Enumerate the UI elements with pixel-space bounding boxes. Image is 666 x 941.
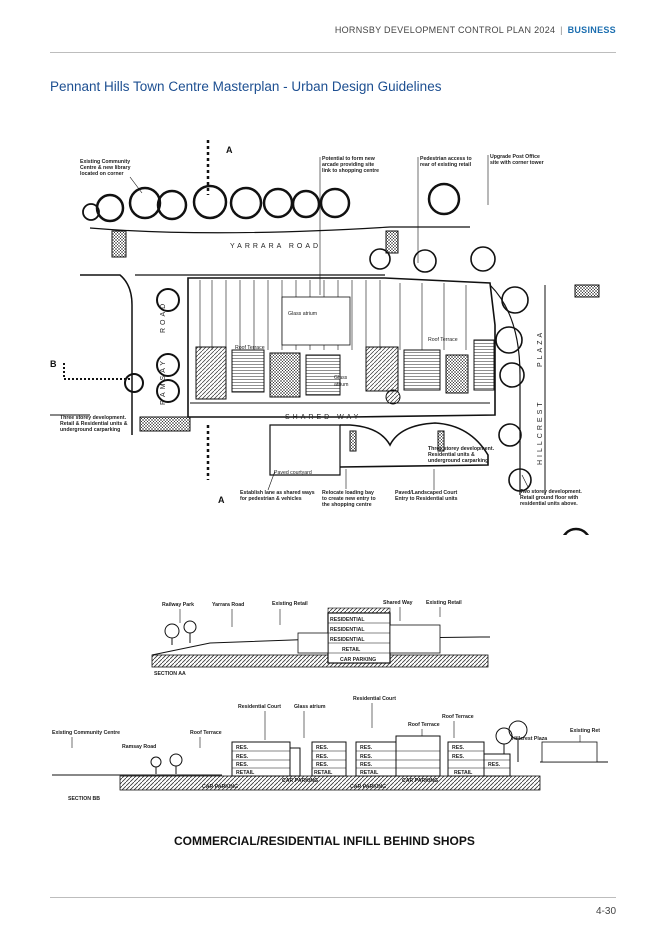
- bb-res-5: RES.: [316, 754, 329, 760]
- bb-res-11: RES.: [452, 754, 465, 760]
- two-storey-label-1: Two storey development.: [520, 489, 582, 495]
- community-centre-label-1: Existing Community: [80, 159, 130, 165]
- aa-existing-retail-2-label: Existing Retail: [426, 600, 462, 606]
- bb-glass-atrium-label: Glass atrium: [294, 704, 326, 710]
- bb-roof-terrace-1-label: Roof Terrace: [190, 730, 222, 736]
- roof-terrace-right-label: Roof Terrace: [428, 337, 458, 343]
- bb-ramsay-road-label: Ramsay Road: [122, 744, 156, 750]
- bb-res-10: RES.: [452, 745, 465, 751]
- bb-residential-court-2-label: Residential Court: [353, 696, 396, 702]
- plaza-label: PLAZA: [537, 330, 544, 367]
- bb-car-parking-3: CAR PARKING: [202, 784, 238, 790]
- aa-existing-retail-1-label: Existing Retail: [272, 601, 308, 607]
- bb-res-1: RES.: [236, 745, 249, 751]
- page-number: 4-30: [595, 906, 616, 917]
- aa-floor-3: RESIDENTIAL: [330, 637, 365, 643]
- laneway-label-1: Establish lane as shared ways: [240, 490, 315, 496]
- bb-residential-court-1-label: Residential Court: [238, 704, 281, 710]
- bb-res-7: RES.: [360, 745, 373, 751]
- two-storey-label-2: Retail ground floor with: [520, 495, 578, 501]
- loading-bay-label-3: the shopping centre: [322, 502, 372, 508]
- ramsay-road-label-1: ROAD: [160, 301, 167, 333]
- loading-bay-label-2: to create new entry to: [322, 496, 376, 502]
- footer-rule: [50, 897, 616, 898]
- aa-railway-park-label: Railway Park: [162, 602, 194, 608]
- drawing-caption: COMMERCIAL/RESIDENTIAL INFILL BEHIND SHO…: [174, 834, 475, 848]
- pedestrian-label-2: rear of existing retail: [420, 162, 472, 168]
- bb-res-3: RES.: [236, 762, 249, 768]
- three-storey-right-label-2: Residential units &: [428, 452, 475, 458]
- bb-roof-terrace-2-label: Roof Terrace: [408, 722, 440, 728]
- site-plan-drawing: YARRARA ROAD ROAD RAMSAY Glass atrium Ro…: [50, 140, 600, 535]
- section-marker-a-bottom: A: [218, 495, 225, 505]
- post-office-label-2: site with corner tower: [490, 160, 544, 166]
- pedestrian-label-1: Pedestrian access to: [420, 156, 472, 162]
- bb-res-2: RES.: [236, 754, 249, 760]
- section-bb-drawing: Residential Court Residential Court Glas…: [52, 696, 608, 802]
- glass-atrium-mid-label-2: atrium: [334, 382, 348, 388]
- bb-car-parking-2: CAR PARKING: [402, 778, 438, 784]
- aa-shared-way-label: Shared Way: [383, 600, 413, 606]
- aa-floor-2: RESIDENTIAL: [330, 627, 365, 633]
- bb-section-name: SECTION BB: [68, 796, 100, 802]
- laneway-label-2: for pedestrian & vehicles: [240, 496, 302, 502]
- paved-courtyard-label: Paved courtyard: [274, 470, 312, 476]
- bb-car-parking-4: CAR PARKING: [350, 784, 386, 790]
- aa-floor-1: RESIDENTIAL: [330, 617, 365, 623]
- two-storey-label-3: residential units above.: [520, 501, 578, 507]
- bb-res-6: RES.: [316, 762, 329, 768]
- page-title: Pennant Hills Town Centre Masterplan - U…: [50, 79, 442, 94]
- aa-yarrara-road-label: Yarrara Road: [212, 602, 244, 608]
- three-storey-left-label-3: underground carparking: [60, 427, 120, 433]
- bb-retail-3: RETAIL: [360, 770, 379, 776]
- section-marker-a-top: A: [226, 145, 233, 155]
- bb-res-4: RES.: [316, 745, 329, 751]
- aa-floor-4: RETAIL: [342, 647, 361, 653]
- bb-existing-ret-label: Existing Ret: [570, 728, 600, 734]
- north-arrow-icon: [563, 527, 589, 535]
- bb-roof-terrace-3-label: Roof Terrace: [442, 714, 474, 720]
- aa-section-name: SECTION AA: [154, 671, 186, 677]
- section-marker-b: B: [50, 359, 57, 369]
- section-name: BUSINESS: [567, 25, 616, 35]
- glass-atrium-mid-label-1: Glass: [334, 375, 348, 381]
- bb-res-9: RES.: [360, 762, 373, 768]
- paved-court-label-1: Paved/Landscaped Court: [395, 490, 458, 496]
- yarrara-road-label: YARRARA ROAD: [230, 243, 321, 250]
- bb-retail-1: RETAIL: [236, 770, 255, 776]
- running-header: HORNSBY DEVELOPMENT CONTROL PLAN 2024 | …: [335, 25, 616, 35]
- three-storey-left-label-2: Retail & Residential units &: [60, 421, 128, 427]
- paved-court-label-2: Entry to Residential units: [395, 496, 458, 502]
- arcade-label-1: Potential to form new: [322, 156, 376, 162]
- document-title: HORNSBY DEVELOPMENT CONTROL PLAN 2024: [334, 25, 556, 35]
- shared-way-label: SHARED WAY: [285, 414, 361, 421]
- bb-hillcrest-plaza-label: Hillcrest Plaza: [512, 736, 547, 742]
- aa-floor-5: CAR PARKING: [340, 657, 376, 663]
- loading-bay-label-1: Relocate loading bay: [322, 490, 374, 496]
- hillcrest-label: HILLCREST: [537, 399, 544, 465]
- three-storey-right-label-1: Three storey development.: [428, 446, 495, 452]
- arcade-label-2: arcade providing site: [322, 162, 374, 168]
- bb-res-12: RES.: [488, 762, 501, 768]
- bb-retail-4: RETAIL: [454, 770, 473, 776]
- caption-drawing: COMMERCIAL/RESIDENTIAL INFILL BEHIND SHO…: [174, 834, 475, 848]
- bb-car-parking-1: CAR PARKING: [282, 778, 318, 784]
- community-centre-label-3: located on corner: [80, 171, 124, 177]
- header-separator: |: [560, 25, 563, 35]
- section-aa-drawing: Railway Park Yarrara Road Existing Retai…: [151, 600, 490, 677]
- glass-atrium-top-label: Glass atrium: [288, 311, 317, 317]
- bb-retail-2: RETAIL: [314, 770, 333, 776]
- community-centre-label-2: Centre & new library: [80, 165, 131, 171]
- bb-existing-community-centre-label: Existing Community Centre: [52, 730, 120, 736]
- three-storey-right-label-3: underground carparking: [428, 458, 488, 464]
- post-office-label-1: Upgrade Post Office: [490, 154, 540, 160]
- header-rule: [50, 52, 616, 53]
- bb-res-8: RES.: [360, 754, 373, 760]
- roof-terrace-left-label: Roof Terrace: [235, 345, 265, 351]
- arcade-label-3: link to shopping centre: [322, 168, 379, 174]
- three-storey-left-label-1: Three storey development.: [60, 415, 127, 421]
